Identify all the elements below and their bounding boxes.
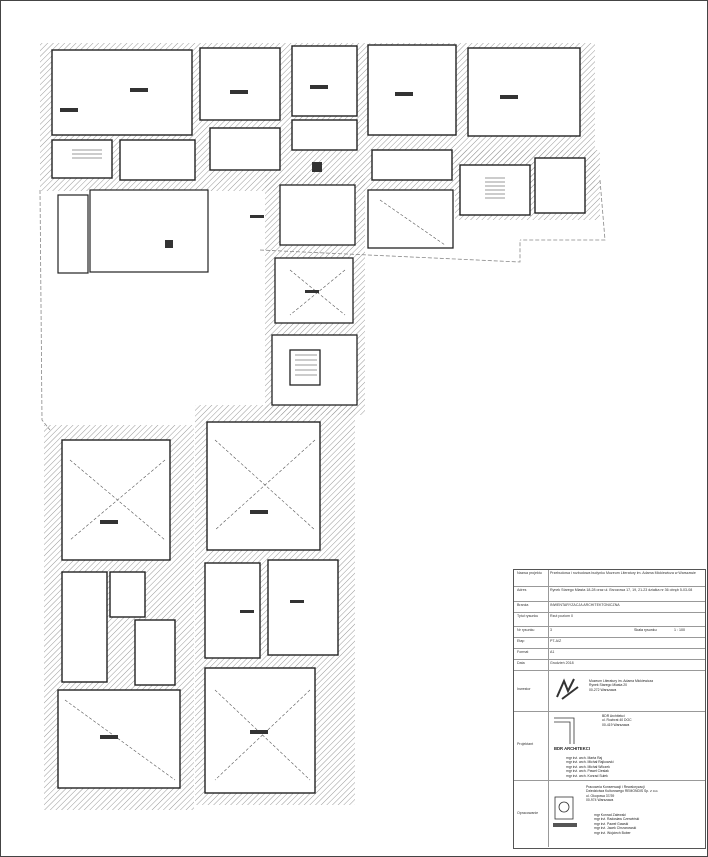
surveyor-person: mgr Konrad Zalewski — [594, 813, 626, 817]
surveyor-org-line: ul. Okopowa 37/39 — [586, 793, 615, 798]
designer-address-line: BDR Architekci — [602, 714, 625, 718]
designer-company: BDR ARCHITEKCI — [554, 746, 590, 751]
designer-person: mgr inż. arch. Konrad Sułek — [566, 773, 608, 778]
project-label: Nazwa projektu — [517, 571, 542, 575]
bdr-logo-icon — [554, 717, 575, 744]
format-label: Format — [517, 650, 529, 654]
address-value: Rynek Starego Miasta 18-28 oraz ul. Brzo… — [550, 588, 693, 592]
title-row-branch: Branża INWENTARYZACJA ARCHITEKTONICZNA — [514, 602, 705, 613]
surveyor-person: mgr inż. Paweł Gawski — [594, 821, 629, 826]
drawing-number-value: 3 — [550, 628, 552, 632]
title-row-date: Data Grudzień 2018 — [514, 660, 705, 671]
format-value: A1 — [550, 650, 555, 654]
title-row-number: Nr rysunku 3 Skala rysunku 1 : 100 — [514, 627, 705, 638]
designer-address: BDR Architekci ul. Rozbrat 40 DOC 00-419… — [602, 714, 702, 727]
project-name: Przebudowa i rozbudowa budynku Muzeum Li… — [550, 571, 696, 575]
title-row-project: Nazwa projektu Przebudowa i rozbudowa bu… — [514, 570, 705, 587]
courtyard-annex — [57, 189, 209, 274]
title-row-stage: Etap PT-A/Z — [514, 638, 705, 649]
designer-address-line: 00-419 Warszawa — [602, 722, 630, 727]
door-swings — [64, 199, 446, 781]
investor-line: 00-272 Warszawa — [589, 687, 617, 692]
north-wing — [51, 44, 586, 216]
scale-value: 1 : 100 — [674, 628, 685, 632]
room-tags — [60, 85, 518, 739]
designer-person: mgr inż. arch. Marta Raj — [566, 756, 603, 760]
surveyor-section: Opracowanie Pracownia Konserwacji i Rewa… — [514, 781, 705, 847]
investor-section: Inwestor Muzeum Literatury im. Adama Mic… — [514, 671, 705, 712]
surveyor-person: mgr inż. Wojciech Bober — [594, 830, 631, 835]
designer-person: mgr inż. arch. Michał Wilczek — [566, 764, 610, 769]
stage-value: PT-A/Z — [550, 639, 562, 643]
investor-label: Inwestor — [517, 687, 531, 691]
stairs — [72, 149, 505, 376]
surveyor-org-line: Pracownia Konserwacji i Rewaloryzacji — [586, 785, 645, 789]
designer-people: mgr inż. arch. Marta Raj mgr inż. arch. … — [566, 756, 696, 778]
title-row-format: Format A1 — [514, 649, 705, 660]
designer-address-line: ul. Rozbrat 40 DOC — [602, 718, 632, 723]
scale-label: Skala rysunku — [634, 628, 657, 632]
branch-value: INWENTARYZACJA ARCHITEKTONICZNA — [550, 603, 620, 607]
title-block: Nazwa projektu Przebudowa i rozbudowa bu… — [513, 569, 706, 849]
drawing-title-label: Tytuł rysunku — [517, 614, 539, 618]
date-label: Data — [517, 661, 525, 665]
designer-person: mgr inż. arch. Michał Rajkowski — [566, 760, 614, 765]
stage-label: Etap — [517, 639, 525, 643]
drawing-title-value: Rzut poziom 0 — [550, 614, 573, 618]
designer-label: Projektant — [517, 742, 534, 746]
surveyor-person: mgr inż. Radosław Czerwiński — [594, 817, 640, 822]
investor-line: Rynek Starego Miasta 20 — [589, 683, 628, 688]
investor-lines: Muzeum Literatury im. Adama Mickiewicza … — [589, 679, 699, 692]
surveyor-org-line: Dziedzictwa Kulturowego REMONDIS Sp. z o… — [586, 789, 659, 794]
drawing-number-label: Nr rysunku — [517, 628, 535, 632]
investor-line: Muzeum Literatury im. Adama Mickiewicza — [589, 679, 654, 683]
address-label: Adres — [517, 588, 527, 592]
surveyor-people: mgr Konrad Zalewski mgr inż. Radosław Cz… — [594, 813, 699, 835]
title-row-drawing-title: Tytuł rysunku Rzut poziom 0 — [514, 613, 705, 627]
designer-section: Projektant BDR ARCHITEKCI BDR Architekci… — [514, 712, 705, 781]
remondis-logo-icon — [553, 796, 577, 827]
branch-label: Branża — [517, 603, 529, 607]
title-row-address: Adres Rynek Starego Miasta 18-28 oraz ul… — [514, 587, 705, 602]
surveyor-label: Opracowanie — [517, 811, 539, 815]
museum-logo-icon — [556, 678, 579, 700]
surveyor-person: mgr inż. Jacek Chrzanowski — [594, 826, 637, 831]
surveyor-org: Pracownia Konserwacji i Rewaloryzacji Dz… — [586, 785, 701, 803]
date-value: Grudzień 2018 — [550, 661, 574, 665]
surveyor-org-line: 00-974 Warszawa — [586, 798, 614, 803]
designer-person: mgr inż. arch. Paweł Ciesłak — [566, 769, 609, 774]
